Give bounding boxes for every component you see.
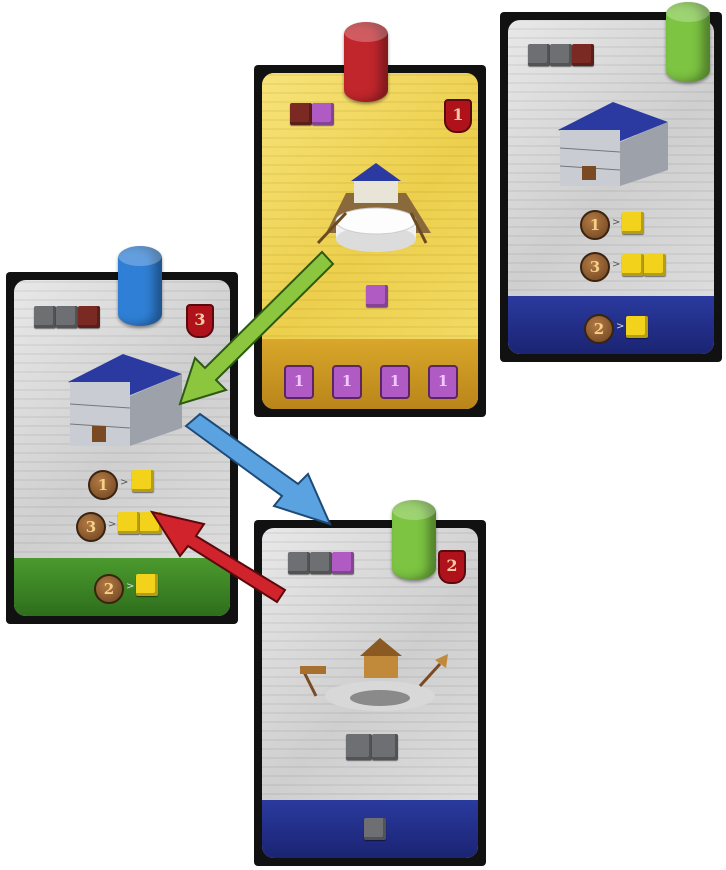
green-arrow — [180, 252, 333, 404]
blue-arrow — [186, 414, 330, 524]
red-arrow — [152, 512, 285, 602]
